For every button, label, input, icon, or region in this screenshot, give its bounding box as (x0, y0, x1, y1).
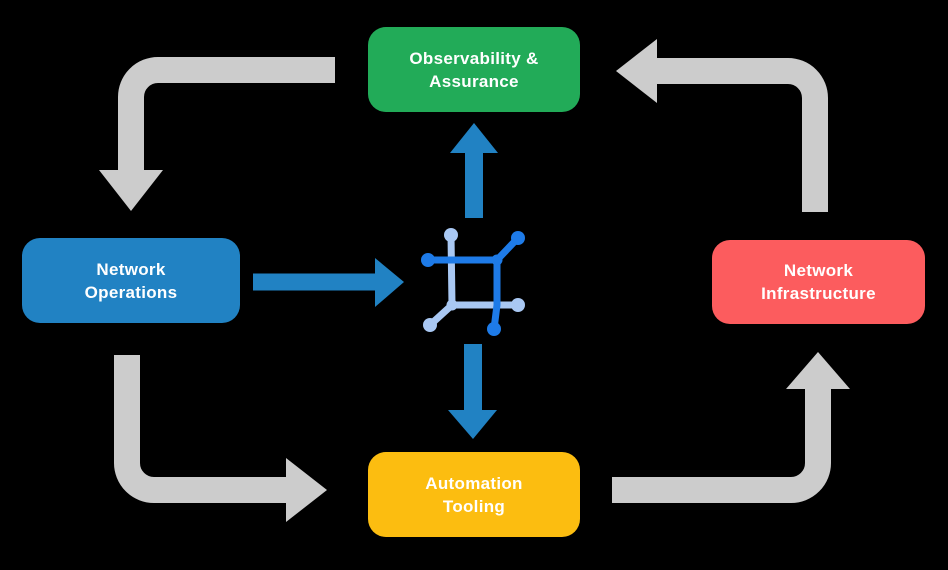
mesh-joint (491, 254, 503, 266)
mesh-dark-nodes (421, 231, 525, 336)
network-mesh-icon (421, 228, 525, 336)
node-label: Automation Tooling (425, 473, 523, 516)
arrow-shaft (114, 355, 288, 503)
mesh-node (421, 253, 435, 267)
arrow-head (99, 170, 163, 211)
node-label: Network Infrastructure (761, 261, 876, 303)
arrow-head (286, 458, 327, 522)
arrow-center-to-observability (450, 123, 498, 218)
mesh-light-left-line (447, 231, 456, 309)
mesh-node (511, 231, 525, 245)
mesh-light-nodes (423, 228, 525, 332)
arrow-head (450, 123, 498, 153)
mesh-node (444, 228, 458, 242)
arrow-infrastructure-to-observability (616, 39, 828, 212)
arrow-shaft (657, 58, 828, 212)
arrow-head (375, 258, 404, 307)
mesh-node (487, 322, 501, 336)
arrow-center-to-automation (448, 344, 497, 439)
mesh-node (511, 298, 525, 312)
node-automation-tooling: Automation Tooling (368, 452, 580, 537)
arrow-head (448, 410, 497, 439)
node-label: Network Operations (84, 259, 178, 302)
arrow-head (786, 352, 850, 389)
node-label: Observability & Assurance (409, 48, 539, 91)
node-network-operations: Network Operations (22, 238, 240, 323)
node-network-infrastructure: Network Infrastructure (712, 240, 925, 324)
node-observability-assurance: Observability & Assurance (368, 27, 580, 112)
mesh-dark-right-line (490, 256, 501, 333)
arrow-observability-to-operations (99, 57, 335, 211)
mesh-node (423, 318, 437, 332)
arrow-shaft (612, 388, 831, 503)
arrow-automation-to-infrastructure (612, 352, 850, 503)
arrow-operations-to-automation (114, 355, 327, 522)
arrow-head (616, 39, 657, 103)
arrow-shaft (118, 57, 335, 172)
arrow-operations-to-center (253, 258, 404, 307)
mesh-joint (446, 299, 458, 311)
